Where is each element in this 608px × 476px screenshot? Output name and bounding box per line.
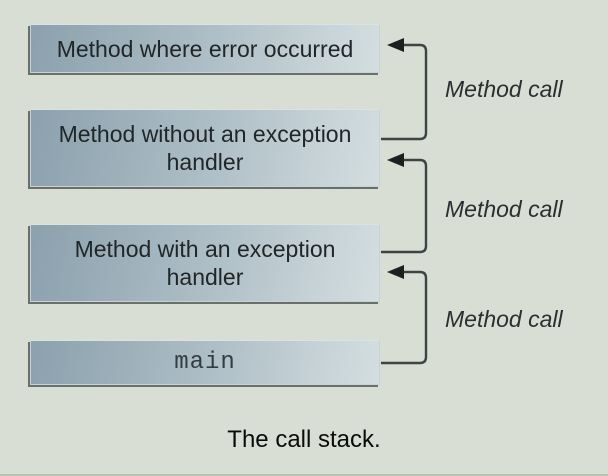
method-call-label: Method call xyxy=(445,306,563,332)
arrowhead-icon xyxy=(387,265,404,279)
method-call-arrow-3 xyxy=(381,265,428,365)
stack-frame-method-no-handler: Method without an exception handler xyxy=(30,109,380,187)
method-call-label: Method call xyxy=(445,196,563,222)
stack-frame-label: Method where error occurred xyxy=(56,35,354,62)
method-call-arrow-2 xyxy=(381,153,428,254)
stack-frame-label: Method with an exception handler xyxy=(74,236,336,290)
stack-frame-method-error: Method where error occurred xyxy=(30,24,380,73)
stack-frame-method-handler: Method with an exception handler xyxy=(30,224,380,302)
diagram-caption: The call stack. xyxy=(227,426,381,453)
arrowhead-icon xyxy=(387,38,404,52)
method-call-label: Method call xyxy=(445,76,563,102)
arrowhead-icon xyxy=(387,153,404,167)
stack-frame-main: main xyxy=(30,340,380,385)
stack-frame-label: main xyxy=(174,348,236,376)
stack-frame-label: Method without an exception handler xyxy=(58,121,352,175)
method-call-arrow-1 xyxy=(381,38,428,141)
